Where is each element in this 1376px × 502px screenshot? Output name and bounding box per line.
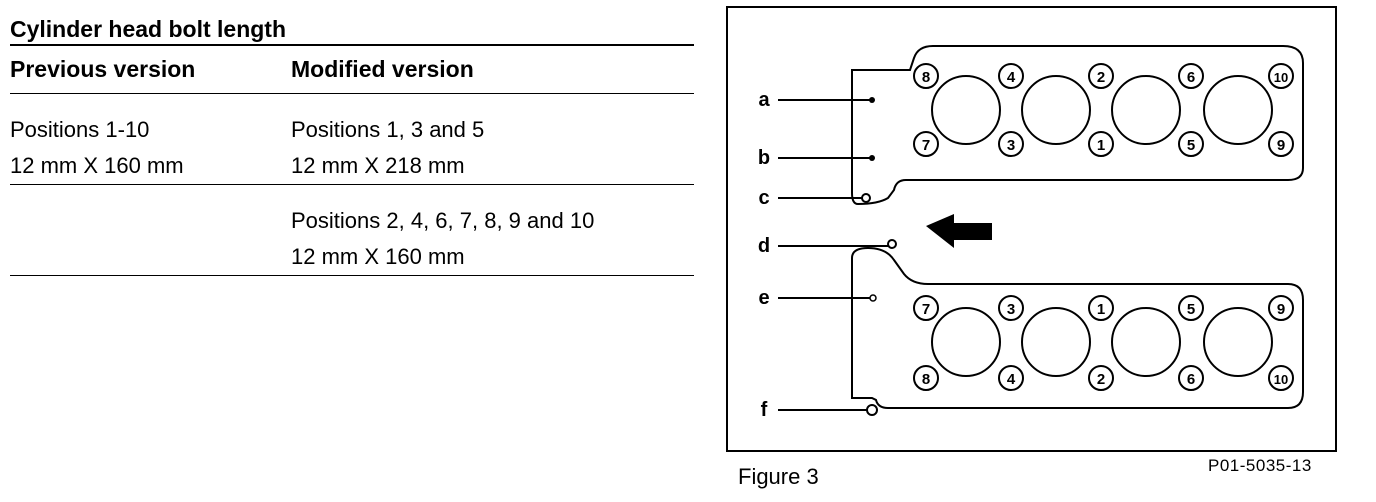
- bolt-number: 2: [1097, 69, 1105, 86]
- bolt-marker: 5: [1178, 295, 1204, 321]
- figure-reference-code: P01-5035-13: [1208, 456, 1312, 475]
- callout-label-c: c: [758, 187, 769, 209]
- callout-point: [887, 239, 897, 249]
- bolt-marker: 10: [1268, 63, 1294, 89]
- bolt-number: 10: [1274, 372, 1288, 387]
- cell-line: Positions 2, 4, 6, 7, 8, 9 and 10: [291, 208, 595, 233]
- previous-cell: Positions 1-10 12 mm X 160 mm: [10, 112, 184, 184]
- bolt-number: 9: [1277, 137, 1285, 154]
- bolt-marker: 9: [1268, 295, 1294, 321]
- bolt-marker: 1: [1088, 131, 1114, 157]
- cylinder-head-figure: 8 4 2 6 10 7 3 1 5 9 7 3 1 5 9 8 4 2 6 1…: [726, 6, 1337, 452]
- bolt-number: 7: [922, 301, 930, 318]
- bolt-number: 2: [1097, 371, 1105, 388]
- bolt-length-table: Cylinder head bolt length Previous versi…: [10, 14, 694, 276]
- cell-line: Positions 1, 3 and 5: [291, 117, 485, 142]
- bolt-marker: 1: [1088, 295, 1114, 321]
- bolt-number: 10: [1274, 70, 1288, 85]
- bolt-marker: 8: [913, 63, 939, 89]
- bolt-marker: 2: [1088, 365, 1114, 391]
- bolt-number: 5: [1187, 301, 1195, 318]
- table-rule: [10, 184, 694, 185]
- bolt-marker: 4: [998, 63, 1024, 89]
- cell-line: 12 mm X 160 mm: [10, 153, 184, 178]
- callout-point: [869, 97, 875, 103]
- cylinder-head-diagram: 8 4 2 6 10 7 3 1 5 9 7 3 1 5 9 8 4 2 6 1…: [758, 45, 1304, 421]
- cell-line: Positions 1-10: [10, 117, 150, 142]
- callout-label-b: b: [758, 147, 770, 169]
- bolt-number: 4: [1007, 69, 1016, 86]
- cell-line: 12 mm X 218 mm: [291, 153, 465, 178]
- bolt-marker: 4: [998, 365, 1024, 391]
- bolt-marker: 7: [913, 295, 939, 321]
- cylinder-bore: [1111, 75, 1181, 145]
- modified-cell: Positions 1, 3 and 5 12 mm X 218 mm: [291, 112, 484, 184]
- bolt-number: 1: [1097, 137, 1105, 154]
- bolt-marker: 8: [913, 365, 939, 391]
- bottom-bank-outline: [851, 246, 1304, 409]
- cylinder-bore: [1203, 75, 1273, 145]
- table-title: Cylinder head bolt length: [10, 16, 287, 42]
- bolt-marker: 7: [913, 131, 939, 157]
- table-row: Positions 2, 4, 6, 7, 8, 9 and 10 12 mm …: [10, 185, 694, 275]
- bolt-number: 6: [1187, 371, 1195, 388]
- bolt-number: 4: [1007, 371, 1016, 388]
- callout-label-f: f: [761, 399, 768, 421]
- cell-line: 12 mm X 160 mm: [291, 244, 465, 269]
- cylinder-bore: [1021, 75, 1091, 145]
- column-header-previous: Previous version: [10, 56, 196, 82]
- modified-cell: Positions 2, 4, 6, 7, 8, 9 and 10 12 mm …: [291, 203, 594, 275]
- table-rule: [10, 44, 694, 46]
- table-header-row: Previous version Modified version: [10, 46, 694, 93]
- column-header-modified: Modified version: [291, 56, 474, 82]
- bolt-number: 5: [1187, 137, 1195, 154]
- table-rule: [10, 275, 694, 276]
- bolt-number: 3: [1007, 137, 1015, 154]
- bolt-marker: 9: [1268, 131, 1294, 157]
- figure-caption: Figure 3: [738, 464, 819, 489]
- callout-label-d: d: [758, 235, 770, 257]
- cylinder-bore: [931, 75, 1001, 145]
- bolt-marker: 2: [1088, 63, 1114, 89]
- bolt-marker: 3: [998, 295, 1024, 321]
- callout-label-a: a: [758, 89, 770, 111]
- bolt-marker: 6: [1178, 63, 1204, 89]
- callout-label-e: e: [758, 287, 769, 309]
- cylinder-bore: [931, 307, 1001, 377]
- table-rule: [10, 93, 694, 94]
- callout-point: [866, 404, 878, 416]
- cylinder-bore: [1203, 307, 1273, 377]
- bolt-marker: 3: [998, 131, 1024, 157]
- bolt-number: 8: [922, 69, 930, 86]
- bolt-number: 8: [922, 371, 930, 388]
- cylinder-bore: [1111, 307, 1181, 377]
- callout-point: [861, 193, 871, 203]
- bolt-marker: 6: [1178, 365, 1204, 391]
- bolt-number: 6: [1187, 69, 1195, 86]
- callout-point: [869, 155, 875, 161]
- bolt-marker: 5: [1178, 131, 1204, 157]
- bolt-number: 9: [1277, 301, 1285, 318]
- bolt-number: 7: [922, 137, 930, 154]
- left-arrow-icon: [926, 214, 992, 248]
- bolt-number: 3: [1007, 301, 1015, 318]
- top-bank-outline: [851, 45, 1304, 206]
- callout-point: [869, 294, 877, 302]
- cylinder-bore: [1021, 307, 1091, 377]
- table-row: Positions 1-10 12 mm X 160 mm Positions …: [10, 94, 694, 184]
- bolt-number: 1: [1097, 301, 1105, 318]
- bolt-marker: 10: [1268, 365, 1294, 391]
